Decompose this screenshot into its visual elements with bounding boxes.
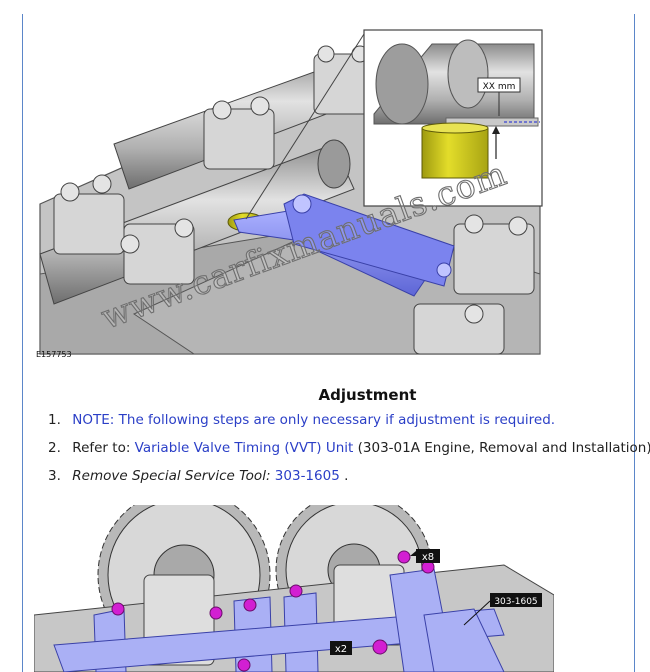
step-prefix: Refer to: [72, 440, 135, 456]
tool-removal-illustration: x8 x2 303-1605 [34, 505, 554, 672]
step-3: 3. Remove Special Service Tool: 303-1605… [48, 466, 638, 494]
step-note-text: NOTE: The following steps are only neces… [72, 412, 556, 428]
inset-callout-label: XX mm [483, 82, 516, 92]
camshaft-illustration: XX mm E157753 [36, 29, 543, 359]
step-2: 2. Refer to: Variable Valve Timing (VVT)… [48, 438, 650, 466]
callout-x2: x2 [335, 644, 347, 655]
page-border-left [22, 14, 23, 672]
page-border-right [634, 14, 635, 672]
step-1: 1. NOTE: The following steps are only ne… [48, 410, 638, 438]
vvt-unit-link[interactable]: Variable Valve Timing (VVT) Unit [134, 440, 354, 456]
special-tool-link[interactable]: 303-1605 [274, 468, 340, 484]
step-suffix: . [344, 468, 349, 484]
step-prefix: Remove Special Service Tool: [72, 468, 275, 484]
step-suffix: (303-01A Engine, Removal and Installatio… [357, 440, 650, 456]
step-number: 1. [48, 412, 61, 428]
figure-tool-removal: x8 x2 303-1605 [34, 505, 554, 672]
section-heading: Adjustment [318, 386, 417, 404]
figure-id: E157753 [36, 350, 72, 359]
figure-camshaft-tool-installed: XX mm E157753 [34, 14, 546, 360]
callout-x8: x8 [422, 552, 434, 563]
step-number: 2. [48, 440, 61, 456]
procedure-steps: 1. NOTE: The following steps are only ne… [48, 410, 650, 494]
step-number: 3. [48, 468, 61, 484]
tool-callout-label: 303-1605 [494, 597, 537, 607]
